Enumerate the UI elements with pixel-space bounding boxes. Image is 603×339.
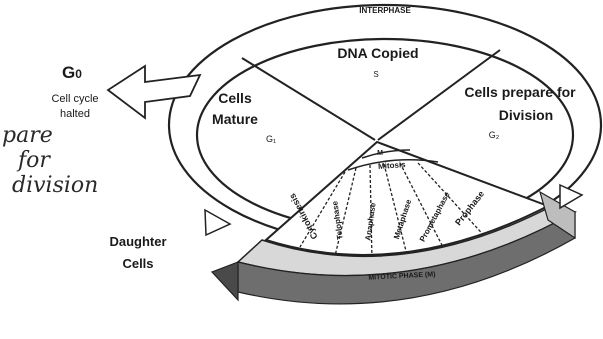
sector-g2-title-line2: Division (499, 107, 553, 123)
sector-g1-title-line1: Cells (218, 90, 252, 106)
g0-note-line1: Cell cycle (51, 93, 98, 105)
sector-g2-sub: G₂ (489, 130, 500, 140)
ring-arrow-left (205, 210, 230, 235)
handwriting-line1: pare (2, 123, 53, 148)
handwriting-line3: division (12, 173, 98, 198)
g0-exit-arrow (108, 66, 200, 118)
sector-g1-title-line2: Mature (212, 111, 258, 127)
daughter-cells-line1: Daughter (109, 234, 166, 249)
g0-subscript: 0 (75, 67, 82, 81)
g0-note-line2: halted (60, 108, 90, 120)
sector-s-title: DNA Copied (337, 45, 418, 61)
daughter-cells-line2: Cells (122, 256, 153, 271)
handwriting-line2: for (16, 148, 51, 173)
sector-s-sub: S (373, 70, 378, 79)
m-label: M (377, 150, 383, 157)
ring-arrow-right (560, 185, 582, 208)
g0-title: G0 (62, 63, 82, 82)
mitotic-block-arrow (212, 262, 238, 300)
interphase-label: INTERPHASE (359, 6, 411, 15)
sector-g1-sub: G₁ (266, 134, 276, 144)
sector-g2-title-line1: Cells prepare for (464, 84, 576, 100)
